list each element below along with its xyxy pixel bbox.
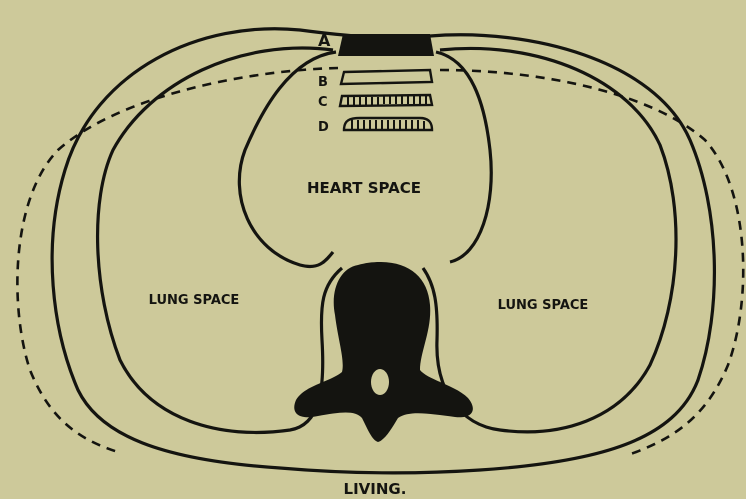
left-lung-space-label: LUNG SPACE (149, 293, 240, 308)
right-lung-outline (423, 48, 676, 431)
label-d: D (318, 120, 329, 135)
heart-space-label: HEART SPACE (307, 179, 421, 197)
sternum-a (338, 34, 434, 56)
sternum-b (341, 70, 432, 84)
label-c: C (318, 95, 328, 110)
right-lung-space-label: LUNG SPACE (498, 298, 589, 313)
vertebral-foramen (371, 369, 389, 395)
caption: LIVING. (344, 480, 407, 498)
label-a: A (318, 31, 331, 50)
left-lung-outline (98, 48, 342, 432)
label-b: B (318, 75, 328, 90)
